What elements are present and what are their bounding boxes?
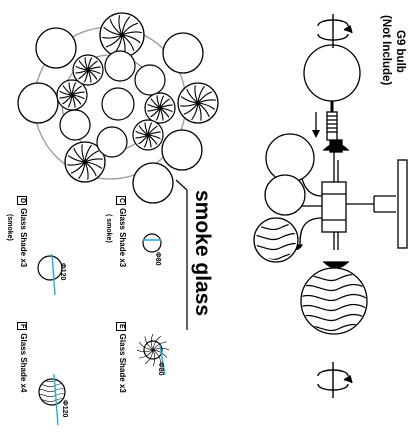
part-e-label: EGlass Shade x3 xyxy=(116,322,127,393)
ceiling-canopy xyxy=(397,159,408,249)
top-view xyxy=(17,12,219,204)
shade-center xyxy=(101,87,135,121)
shade-inner-8 xyxy=(104,50,136,82)
smoke-glass-leader xyxy=(175,179,188,330)
shade-inner-5 xyxy=(59,109,91,141)
shade-inner-3 xyxy=(132,119,164,151)
part-e-size: Φ80 xyxy=(157,362,164,376)
part-d-size: Φ120 xyxy=(59,263,66,281)
g9-bulb-label: G9 bulb xyxy=(394,30,406,73)
shade-inner-1 xyxy=(134,64,166,96)
center-body xyxy=(321,181,347,233)
part-c-label: CGlass Shade x3 xyxy=(116,196,127,268)
shade-outer-6 xyxy=(64,141,106,183)
shade-inner-6 xyxy=(56,79,88,111)
part-e-glass-shade xyxy=(137,334,169,376)
part-c-glass-shade xyxy=(142,233,162,253)
shade-outer-4 xyxy=(161,129,203,171)
g9-bulb xyxy=(303,44,361,141)
shade-inner-2 xyxy=(144,92,176,124)
shade-outer-8 xyxy=(35,27,77,69)
shade-inner-7 xyxy=(72,54,104,86)
part-f-glass-shade xyxy=(38,373,66,426)
side-view xyxy=(253,133,408,335)
shade-outer-5 xyxy=(132,162,174,204)
part-d-label: DGlass Shade x3 xyxy=(17,196,28,268)
g9-bulb-note: (Not Include) xyxy=(380,15,392,86)
shade-outer-7 xyxy=(17,82,59,124)
side-shade-left xyxy=(264,174,306,216)
side-shade-swirl-small xyxy=(253,217,299,263)
insert-arrow xyxy=(312,112,320,138)
part-c-size: Φ80 xyxy=(154,252,161,266)
part-d-note: (smoke) xyxy=(6,214,13,241)
rotate-arrow-icon-top xyxy=(317,14,353,48)
smoke-glass-title: smoke glass xyxy=(191,190,214,317)
part-f-size: Φ120 xyxy=(61,400,68,418)
side-shade-swirl-large xyxy=(300,267,368,335)
part-f-label: FGlass Shade x4 xyxy=(17,322,28,393)
rotate-arrow-icon-bottom xyxy=(317,362,353,398)
part-d-glass-shade xyxy=(37,253,63,296)
shade-inner-4 xyxy=(96,126,128,158)
shade-outer-2 xyxy=(162,32,204,74)
side-shade-top xyxy=(265,133,315,183)
shade-outer-3 xyxy=(177,82,219,124)
part-c-note: ( smoke) xyxy=(105,214,112,243)
